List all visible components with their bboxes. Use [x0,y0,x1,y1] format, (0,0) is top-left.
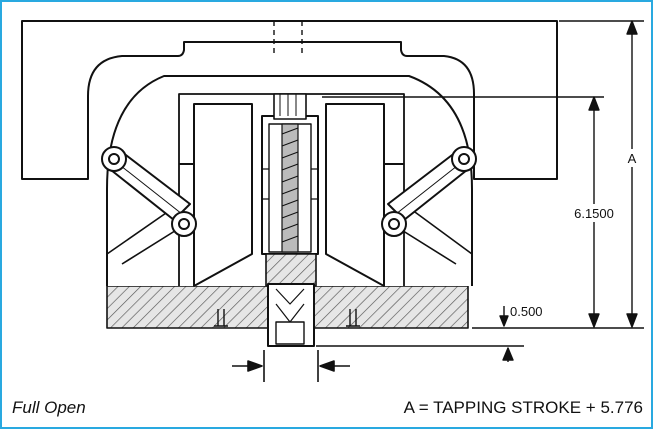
mode-caption: Full Open [12,398,86,417]
collet [265,253,317,347]
top-housing [21,20,558,180]
right-toggle-link [381,146,477,237]
label-a: A [628,151,637,166]
central-spindle [261,93,319,255]
formula-caption: A = TAPPING STROKE + 5.776 [403,398,643,417]
tapping-fixture-drawing: A 6.1500 0.500 [21,20,644,382]
right-jaw [325,103,385,287]
left-toggle-link [101,146,197,237]
bolt-right [346,309,360,327]
dimension-0-500 [316,306,524,362]
label-0-500: 0.500 [510,304,543,319]
collet-width-arrows [232,350,350,382]
dimension-a [472,20,644,329]
label-6-1500: 6.1500 [574,206,614,221]
bolt-left [214,309,228,327]
left-jaw [193,103,253,287]
